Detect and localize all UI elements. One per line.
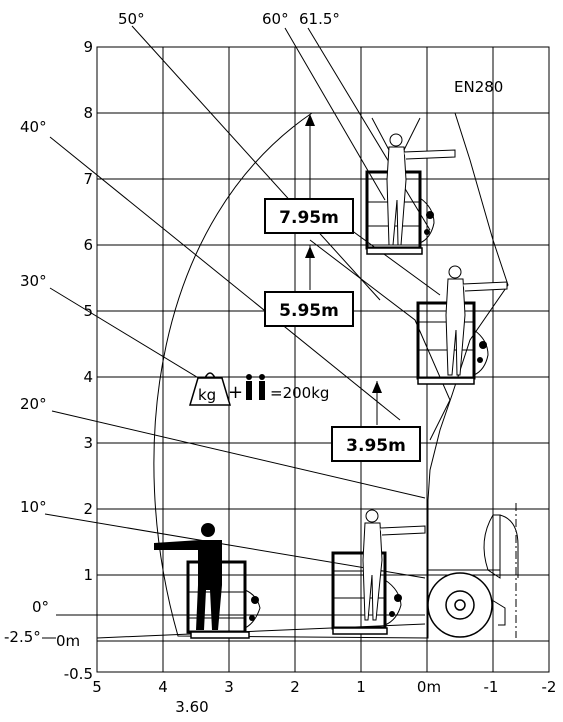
- low-platform: [331, 509, 426, 635]
- weight-unit: kg: [198, 386, 216, 404]
- angle-label-61-5: 61.5°: [299, 10, 340, 28]
- model-label: EN280: [454, 78, 503, 96]
- y-tick: 9: [83, 38, 93, 56]
- angle-label-10: 10°: [20, 498, 47, 516]
- x-tick: 1: [356, 678, 366, 696]
- y-tick: 2: [83, 500, 93, 518]
- y-tick: 0m: [56, 632, 80, 650]
- y-tick: 3: [83, 434, 93, 452]
- angle-label-60: 60°: [262, 10, 289, 28]
- x-axis-labels: 5 4 3 2 1 0m -1 -2 3.60: [92, 678, 556, 716]
- plus-sign: +: [228, 382, 243, 403]
- height-label-7-95: 7.95m: [279, 208, 339, 228]
- inner-envelope: [309, 239, 451, 441]
- y-tick: 4: [83, 368, 93, 386]
- angle-label-40: 40°: [20, 118, 47, 136]
- angle-label-minus-2-5: -2.5°: [4, 628, 41, 646]
- base-vehicle: [427, 503, 519, 638]
- working-envelope: [153, 112, 509, 639]
- angle-label-20: 20°: [20, 395, 47, 413]
- y-tick: 8: [83, 104, 93, 122]
- operator-figure-dark: [154, 523, 222, 630]
- height-label-5-95: 5.95m: [279, 301, 339, 321]
- y-tick: 7: [83, 170, 93, 188]
- x-tick: 0m: [417, 678, 441, 696]
- weight-icon: [188, 377, 232, 406]
- top-platform: [365, 117, 456, 255]
- angle-label-50: 50°: [118, 10, 145, 28]
- person-icon: [246, 374, 265, 400]
- angle-label-0: 0°: [32, 598, 49, 616]
- height-arrows: [305, 114, 382, 425]
- height-label-3-95: 3.95m: [346, 436, 406, 456]
- x-tick: 3: [224, 678, 234, 696]
- y-tick: 1: [83, 566, 93, 584]
- x-tick: 5: [92, 678, 102, 696]
- x-tick: -2: [542, 678, 557, 696]
- x-tick: 2: [290, 678, 300, 696]
- x-tick: -1: [484, 678, 499, 696]
- y-tick: -0.5: [64, 665, 93, 683]
- load-total: =200kg: [270, 384, 329, 402]
- angle-label-30: 30°: [20, 272, 47, 290]
- reach-label: 3.60: [175, 698, 208, 716]
- height-labels: 7.95m 5.95m 3.95m: [264, 198, 421, 462]
- y-tick: 6: [83, 236, 93, 254]
- boom-joint-icon: [244, 589, 261, 629]
- mid-platform: [416, 265, 508, 385]
- x-tick: 4: [158, 678, 168, 696]
- load-capacity: kg + =200kg: [188, 372, 329, 406]
- y-axis-labels: 9 8 7 6 5 4 3 2 1 0m -0.5: [56, 38, 93, 683]
